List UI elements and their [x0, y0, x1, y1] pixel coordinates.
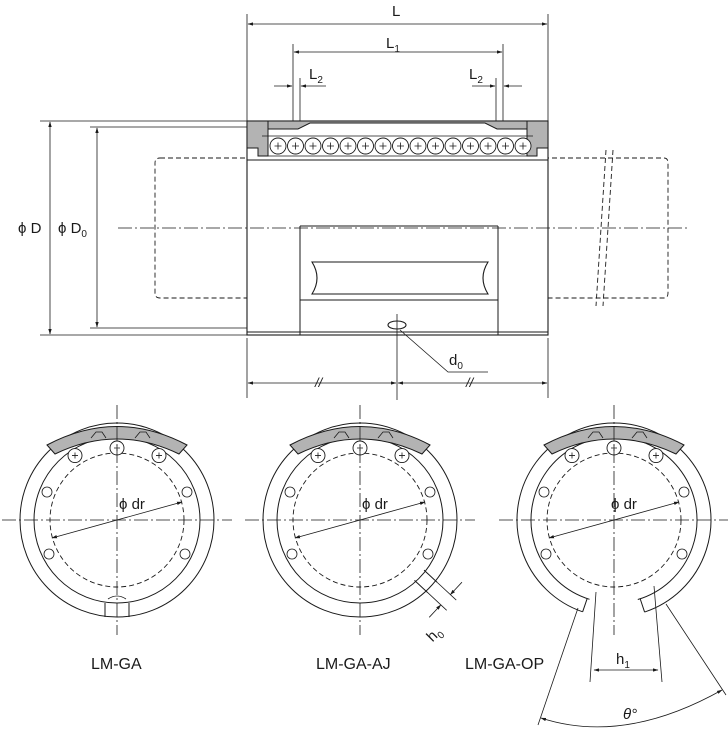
end-views — [2, 405, 728, 728]
dim-h0 — [449, 581, 463, 596]
outer-ring — [516, 422, 712, 613]
dim-theta — [540, 689, 723, 728]
label-h1: h1 — [616, 651, 630, 671]
oil-slot — [311, 261, 489, 295]
label-theta: θ° — [623, 706, 638, 723]
retainer-groove-lines — [299, 226, 499, 335]
label-D: ϕ D — [18, 220, 42, 237]
shaft-outline — [154, 157, 669, 299]
seal-segment — [46, 426, 188, 455]
dim-dr — [548, 501, 680, 539]
label-L: L — [392, 3, 401, 20]
caption-lm-ga-op: LM-GA-OP — [465, 656, 545, 673]
side-view-dimensions — [40, 14, 688, 400]
break-mark-right: // — [466, 375, 474, 390]
label-L1: L1 — [386, 35, 400, 55]
seal-segment — [289, 426, 431, 455]
dim-dr — [51, 501, 183, 539]
ball-row — [262, 135, 533, 157]
caption-lm-ga-aj: LM-GA-AJ — [316, 656, 391, 673]
end-view-lm-ga-aj — [245, 405, 475, 635]
side-view — [154, 120, 669, 336]
end-view-lm-ga — [2, 405, 232, 635]
retainer-slot — [104, 603, 130, 617]
label-dr-op: ϕ dr — [611, 496, 637, 513]
label-d0: d0 — [449, 352, 463, 372]
adjust-slit — [414, 569, 438, 593]
label-dr-aj: ϕ dr — [362, 496, 388, 513]
label-L2-left: L2 — [309, 66, 323, 86]
dim-dr — [294, 501, 426, 539]
housing-top — [267, 120, 528, 130]
caption-lm-ga: LM-GA — [91, 656, 142, 673]
seal-segment — [543, 426, 685, 455]
shaft-break — [595, 149, 614, 307]
d0-leader — [399, 329, 488, 373]
end-view-lm-ga-op — [499, 405, 728, 728]
break-mark-left: // — [315, 375, 323, 390]
label-D0: ϕ D0 — [58, 220, 87, 240]
label-dr-ga: ϕ dr — [119, 496, 145, 513]
label-L2-right: L2 — [469, 66, 483, 86]
